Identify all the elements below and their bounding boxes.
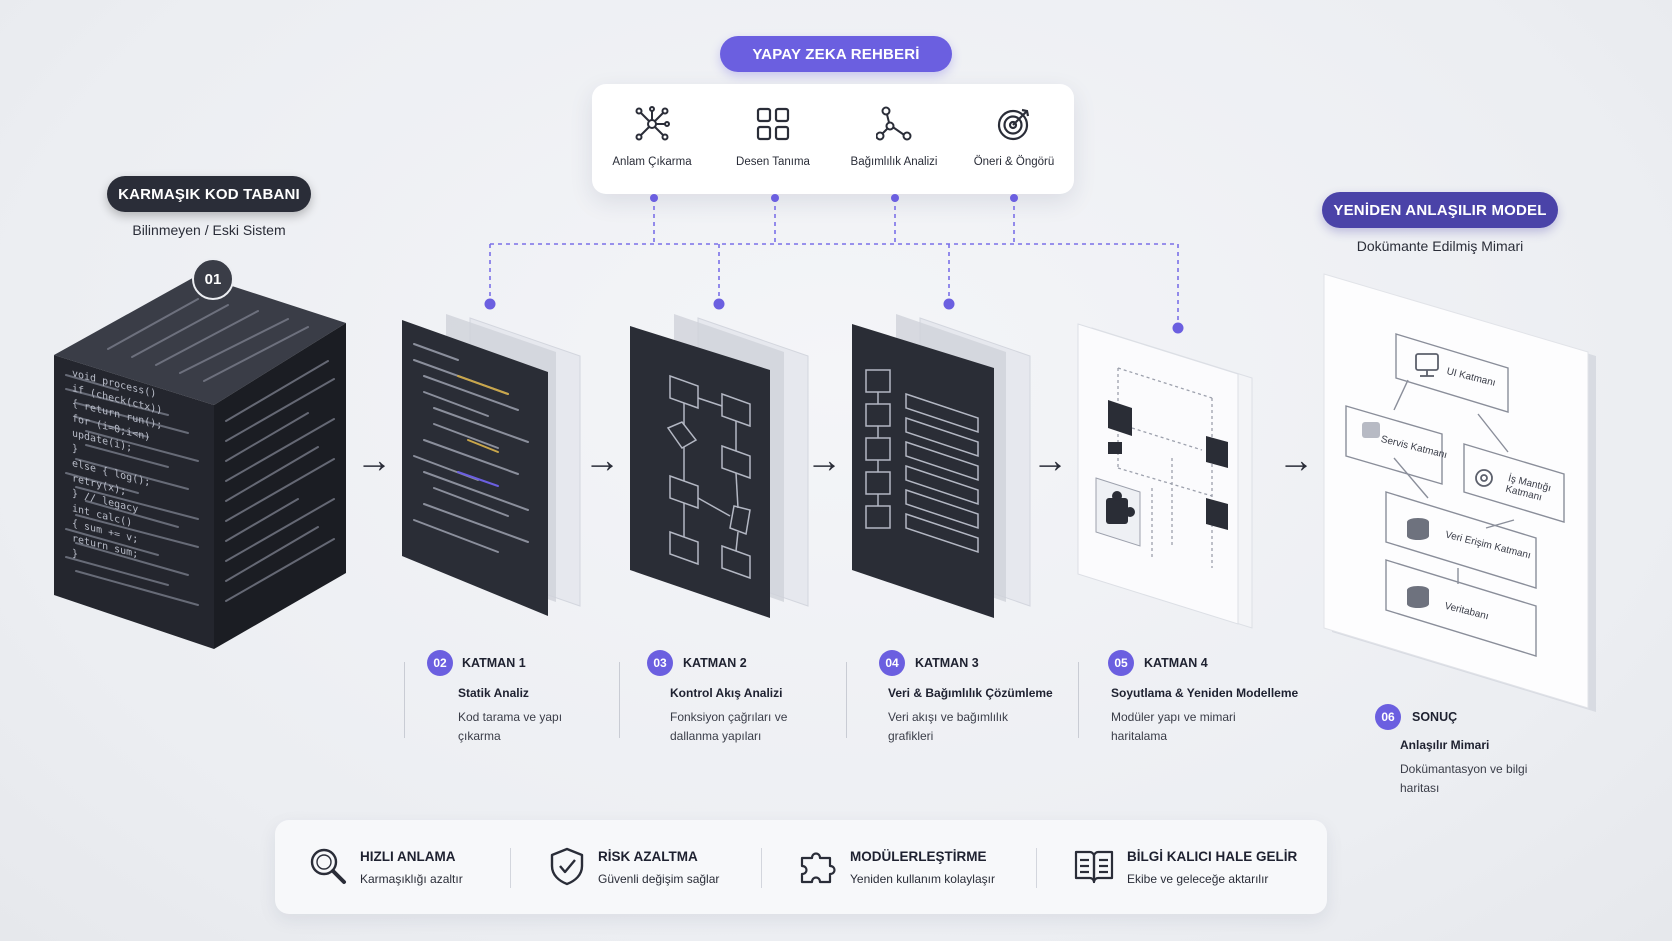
desc-line: Kod tarama ve yapı [458,710,563,724]
ai-guide-title: YAPAY ZEKA REHBERİ [720,36,952,72]
layer-name: Soyutlama & Yeniden Modelleme [1111,686,1299,700]
layer2-flowchart-sheets [630,314,809,618]
layer-description: Veri akışı ve bağımlılık grafikleri [888,708,1008,746]
benefits-bar [275,820,1327,914]
arrow-right-icon: → [806,439,842,480]
layer4-model-sheets [1077,323,1253,629]
ai-item-pattern: Desen Tanıma [713,84,833,194]
result-number-badge: 06 [1375,704,1401,730]
desc-line: Fonksiyon çağrıları ve [670,710,788,724]
book-icon [1074,850,1114,884]
arrow-right-icon: → [584,439,620,480]
caption-divider [619,662,620,738]
network-icon [635,106,670,141]
result-title: YENİDEN ANLAŞILIR MODEL [1322,192,1558,228]
arrow-right-icon: → [356,439,392,480]
desc-line: haritası [1400,781,1440,795]
source-code-text: void process() if (check(ctx)) { return … [72,366,162,584]
ai-item-label: Anlam Çıkarma [612,156,692,168]
ai-guide-panel: Anlam Çıkarma Desen Tanıma Bağımlılık An… [592,84,1074,194]
source-number-badge: 01 [192,258,234,300]
layer-title: KATMAN 3 [915,656,979,670]
desc-line: grafikleri [888,729,934,743]
result-name: Anlaşılır Mimari [1400,738,1490,752]
ai-item-label: Desen Tanıma [736,156,810,168]
desc-line: dallanma yapıları [670,729,762,743]
benefit-separator [510,848,511,888]
layer-title: KATMAN 2 [683,656,747,670]
magnifier-icon [310,848,346,884]
layer-name: Veri & Bağımlılık Çözümleme [888,686,1053,700]
layer-title: KATMAN 1 [462,656,526,670]
grid-icon [756,107,790,141]
layer-description: Fonksiyon çağrıları ve dallanma yapıları [670,708,787,746]
layer-number-badge: 03 [647,650,673,676]
desc-line: çıkarma [458,729,501,743]
puzzle-icon [800,852,836,884]
arrow-right-icon: → [1032,439,1068,480]
ai-item-insight: Öneri & Öngörü [954,84,1074,194]
benefit-description: Ekibe ve geleceğe aktarılır [1127,872,1269,886]
layer3-dependency-sheets [852,314,1031,618]
result-label: SONUÇ [1412,710,1458,724]
benefit-title: MODÜLERLEŞTİRME [850,849,987,864]
target-icon [997,108,1030,141]
desc-line: Modüler yapı ve mimari [1111,710,1236,724]
layer-description: Modüler yapı ve mimari haritalama [1111,708,1236,746]
benefit-description: Güvenli değişim sağlar [598,872,720,886]
source-subtitle: Bilinmeyen / Eski Sistem [132,222,286,238]
benefit-separator [1036,848,1037,888]
layer1-code-sheets [402,314,581,616]
ai-item-label: Bağımlılık Analizi [850,156,938,168]
layer-number-badge: 02 [427,650,453,676]
source-title: KARMAŞIK KOD TABANI [107,176,311,212]
layer-number-badge: 05 [1108,650,1134,676]
ai-item-dependency: Bağımlılık Analizi [834,84,954,194]
desc-line: Veri akışı ve bağımlılık [888,710,1009,724]
ai-item-meaning: Anlam Çıkarma [592,84,712,194]
shield-check-icon [550,847,584,886]
layer-number-badge: 04 [879,650,905,676]
benefit-description: Yeniden kullanım kolaylaşır [850,872,995,886]
arrow-right-icon: → [1278,439,1314,480]
caption-divider [1078,662,1079,738]
result-architecture-board [1323,273,1596,712]
caption-divider [404,662,405,738]
legacy-code-cube [54,275,346,649]
benefit-title: RİSK AZALTMA [598,849,698,864]
result-subtitle: Dokümante Edilmiş Mimari [1356,238,1524,254]
nodes-icon [876,106,912,141]
benefit-separator [761,848,762,888]
ai-item-label: Öneri & Öngörü [973,156,1055,168]
desc-line: Dokümantasyon ve bilgi [1400,762,1528,776]
caption-divider [846,662,847,738]
layer-description: Kod tarama ve yapı çıkarma [458,708,562,746]
benefit-description: Karmaşıklığı azaltır [360,872,463,886]
layer-name: Kontrol Akış Analizi [670,686,783,700]
layer-name: Statik Analiz [458,686,529,700]
result-description: Dokümantasyon ve bilgi haritası [1400,760,1527,798]
benefit-title: HIZLI ANLAMA [360,849,456,864]
benefit-title: BİLGİ KALICI HALE GELİR [1127,849,1298,864]
layer-title: KATMAN 4 [1144,656,1208,670]
desc-line: haritalama [1111,729,1168,743]
